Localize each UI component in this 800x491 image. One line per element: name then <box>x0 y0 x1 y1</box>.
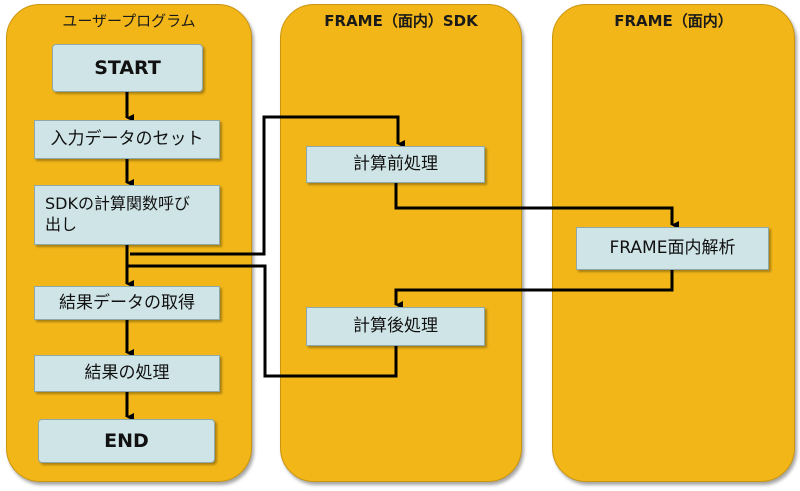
arrow-call-to-preprocess <box>130 115 405 256</box>
arrow-preprocess-to-analysis <box>394 183 679 229</box>
lane-frame-sdk: FRAME（面内）SDK <box>280 4 522 482</box>
node-pre-process: 計算前処理 <box>306 146 485 183</box>
node-process-result: 結果の処理 <box>34 355 220 392</box>
node-frame-analysis: FRAME面内解析 <box>576 227 769 270</box>
arrow-analysis-to-postprocess <box>394 270 674 309</box>
lane-title-frame: FRAME（面内） <box>614 12 733 30</box>
node-start: START <box>52 44 203 92</box>
lane-title-frame-sdk: FRAME（面内）SDK <box>324 12 478 30</box>
node-call-sdk: SDKの計算関数呼び出し <box>34 185 220 245</box>
node-post-process: 計算後処理 <box>306 307 485 346</box>
lane-title-user-program: ユーザープログラム <box>62 12 196 30</box>
node-end: END <box>38 419 215 463</box>
node-get-result: 結果データの取得 <box>34 286 220 320</box>
node-set-input: 入力データのセット <box>34 120 220 159</box>
node-call-sdk-label: SDKの計算関数呼び出し <box>45 194 190 234</box>
arrow-postprocess-to-user <box>127 264 398 378</box>
